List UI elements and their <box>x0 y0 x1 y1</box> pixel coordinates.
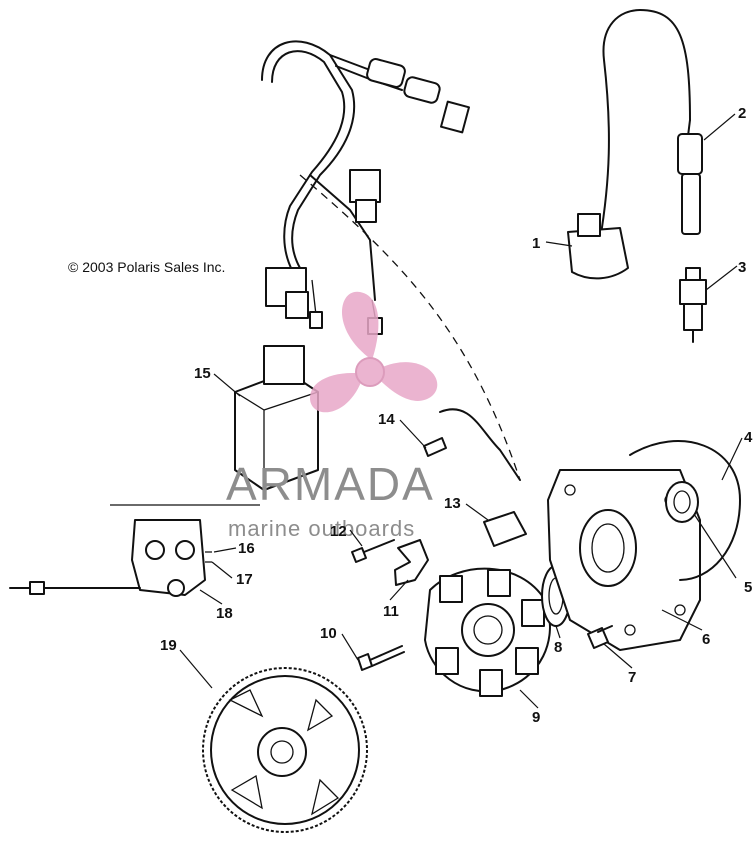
callout-4: 4 <box>744 429 753 446</box>
part-7-bolt <box>587 625 613 649</box>
part-3-spark-plug <box>679 267 707 343</box>
callout-8: 8 <box>554 639 562 656</box>
watermark-subtitle: marine outboards <box>228 516 415 541</box>
part-19-flywheel <box>202 667 368 833</box>
callout-14: 14 <box>378 411 395 428</box>
part-4-o-ring <box>629 440 741 581</box>
part-9-stator <box>424 567 551 697</box>
callouts: 1 2 3 4 5 6 7 8 9 10 11 12 13 14 15 16 1… <box>160 105 753 726</box>
part-18-sensor <box>9 504 260 597</box>
part-12-screw <box>351 539 395 563</box>
callout-3: 3 <box>738 259 746 276</box>
callout-17: 17 <box>236 571 253 588</box>
callout-9: 9 <box>532 709 540 726</box>
callout-16: 16 <box>238 540 255 557</box>
callout-18: 18 <box>216 605 233 622</box>
part-2-boot <box>677 119 703 235</box>
callout-11: 11 <box>383 603 399 620</box>
part-15-cdi-box <box>234 345 319 491</box>
callout-13: 13 <box>444 495 461 512</box>
callout-12: 12 <box>330 523 347 540</box>
leader-lines <box>179 113 743 709</box>
part-5-bearing <box>665 481 699 523</box>
watermark-brand: ARMADA <box>226 458 435 510</box>
wiring-harness <box>261 40 521 481</box>
callout-5: 5 <box>744 579 752 596</box>
callout-10: 10 <box>320 625 337 642</box>
part-1-cap <box>567 9 691 280</box>
copyright-text: © 2003 Polaris Sales Inc. <box>68 259 225 275</box>
callout-19: 19 <box>160 637 177 654</box>
watermark-propeller-icon <box>310 291 438 413</box>
part-14-screw <box>423 408 521 481</box>
part-10-bolt <box>357 645 405 671</box>
callout-15: 15 <box>194 365 211 382</box>
part-11-clamp <box>394 539 429 586</box>
callout-6: 6 <box>702 631 710 648</box>
part-13-pickup <box>483 511 527 547</box>
callout-1: 1 <box>532 235 540 252</box>
callout-2: 2 <box>738 105 746 122</box>
callout-7: 7 <box>628 669 636 686</box>
part-6-housing <box>547 469 701 651</box>
